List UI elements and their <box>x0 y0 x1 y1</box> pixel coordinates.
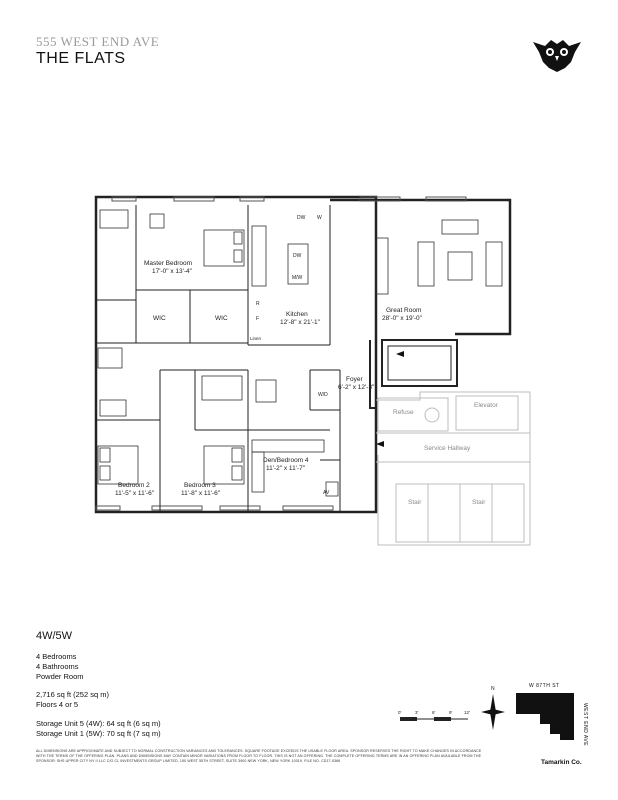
room-foyer-dims: 6'-2" x 12'-3" <box>338 384 375 391</box>
room-foyer: Foyer <box>346 376 363 383</box>
room-elevator: Elevator <box>474 402 499 409</box>
label-f: F <box>256 316 259 322</box>
unit-bathrooms: 4 Bathrooms <box>36 662 79 671</box>
street-w87th: W 87TH ST <box>529 683 560 689</box>
label-av: AV <box>323 490 330 496</box>
room-master-bedroom: Master Bedroom <box>144 260 192 267</box>
unit-area: 2,716 sq ft (252 sq m) <box>36 690 109 699</box>
label-wd: W/D <box>318 392 328 398</box>
room-bedroom-3: Bedroom 3 <box>184 482 216 489</box>
room-bedroom-3-dims: 11'-8" x 11'-6" <box>181 490 221 497</box>
scale-bar: 0' 3' 6' 9' 12' <box>398 710 470 721</box>
unit-floors: Floors 4 or 5 <box>36 700 79 709</box>
owl-logo-icon <box>533 40 581 72</box>
label-r: R <box>256 301 260 307</box>
room-kitchen-dims: 12'-8" x 21'-1" <box>280 319 321 326</box>
unit-name: 4W/5W <box>36 630 73 642</box>
building-name: THE FLATS <box>36 50 126 67</box>
brand-tamarkin: Tamarkin Co. <box>541 759 582 766</box>
room-refuse: Refuse <box>393 409 414 416</box>
storage-unit-1: Storage Unit 1 (5W): 70 sq ft (7 sq m) <box>36 729 161 738</box>
building-address: 555 WEST END AVE <box>36 34 160 49</box>
north-label: N <box>491 686 495 692</box>
scale-tick-0: 0' <box>398 710 402 715</box>
room-great-room: Great Room <box>386 307 421 314</box>
room-den-dims: 11'-2" x 11'-7" <box>266 465 306 472</box>
street-west-end-ave: WEST END AVE <box>582 703 588 747</box>
room-stair-1: Stair <box>408 499 422 506</box>
room-bedroom-2: Bedroom 2 <box>118 482 150 489</box>
north-arrow-icon: N <box>481 686 505 730</box>
room-stair-2: Stair <box>472 499 486 506</box>
storage-unit-5: Storage Unit 5 (4W): 64 sq ft (6 sq m) <box>36 719 161 728</box>
unit-powder-room: Powder Room <box>36 672 84 681</box>
room-den: Den/Bedroom 4 <box>263 457 309 464</box>
label-mw: M/W <box>292 275 303 281</box>
label-linen: Linen <box>250 336 262 341</box>
room-wic-2: WIC <box>215 315 228 322</box>
scale-tick-12: 12' <box>464 710 470 715</box>
unit-bedrooms: 4 Bedrooms <box>36 652 77 661</box>
room-bedroom-2-dims: 11'-5" x 11'-6" <box>115 490 155 497</box>
label-dw-1: DW <box>297 215 306 221</box>
scale-tick-3: 3' <box>415 710 419 715</box>
room-great-room-dims: 28'-0" x 19'-0" <box>382 315 423 322</box>
label-dw-2: DW <box>293 253 302 259</box>
room-wic-1: WIC <box>153 315 166 322</box>
scale-tick-9: 9' <box>449 710 453 715</box>
key-plan-building <box>516 693 574 740</box>
label-w: W <box>317 215 322 221</box>
room-master-bedroom-dims: 17'-0" x 13'-4" <box>152 268 193 275</box>
legal-disclaimer: ALL DIMENSIONS ARE APPROXIMATE AND SUBJE… <box>36 749 482 763</box>
room-kitchen: Kitchen <box>286 311 308 318</box>
scale-tick-6: 6' <box>432 710 436 715</box>
room-service-hallway: Service Hallway <box>424 445 471 452</box>
